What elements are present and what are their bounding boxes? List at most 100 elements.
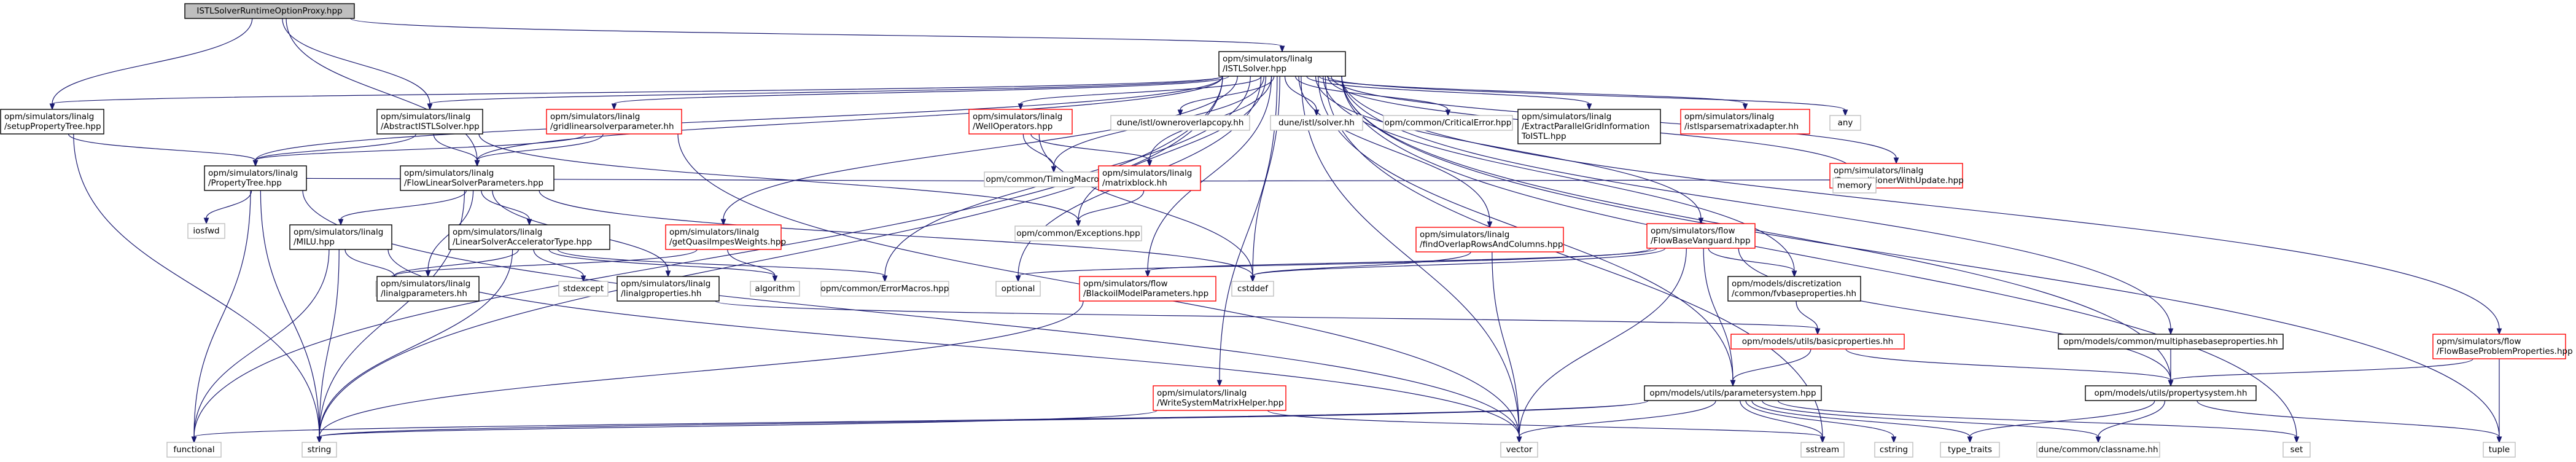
node-box-sstream [1800, 442, 1845, 458]
node-box-dunecopy [1110, 115, 1250, 131]
node-writesys[interactable]: opm/simulators/linalg/WriteSystemMatrixH… [1153, 385, 1286, 411]
edge-line [255, 76, 1223, 161]
edge-istlsolver-to-getquasi [720, 76, 1238, 226]
node-box-exceptions [1014, 225, 1142, 241]
node-label-sstream: sstream [1806, 445, 1839, 455]
node-flowvanguard[interactable]: opm/simulators/flow/FlowBaseVanguard.hpp [1646, 223, 1756, 249]
node-box-typetraits [1940, 442, 2000, 458]
node-label-exceptions: opm/common/Exceptions.hpp [1016, 229, 1140, 238]
edge-istlsolver-to-istlsparse [1318, 76, 1748, 111]
node-matrixblock[interactable]: opm/simulators/linalg/matrixblock.hh [1098, 165, 1201, 191]
edge-writesys-to-string [316, 410, 1158, 444]
edge-arrowhead [2095, 436, 2101, 444]
node-typetraits: type_traits [1940, 442, 2000, 458]
node-istlsolver[interactable]: opm/simulators/linalg/ISTLSolver.hpp [1218, 51, 1346, 77]
node-basicprops[interactable]: opm/models/utils/basicproperties.hh [1730, 334, 1905, 350]
node-label-extractgrid: /ExtractParallelGridInformation [1522, 122, 1650, 131]
node-blackoil[interactable]: opm/simulators/flow/BlackoilModelParamet… [1079, 276, 1216, 302]
node-label-stdexcept: stdexcept [563, 284, 604, 294]
node-flowlinear[interactable]: opm/simulators/linalg/FlowLinearSolverPa… [400, 165, 555, 191]
node-box-milu [289, 224, 392, 250]
edge-arrowhead [1516, 436, 1522, 444]
node-getquasi[interactable]: opm/simulators/linalg/getQuasiImpesWeigh… [665, 224, 786, 250]
node-box-linalgprops [617, 276, 720, 302]
edge-line [1341, 76, 2171, 381]
node-box-cstddef [1231, 281, 1274, 297]
edge-line [319, 76, 1223, 437]
node-linalgprops[interactable]: opm/simulators/linalg/linalgproperties.h… [617, 276, 720, 302]
node-label-criticalerror: opm/common/CriticalError.hpp [1385, 118, 1512, 128]
edge-arrowhead [1177, 109, 1183, 117]
node-string: string [302, 442, 337, 458]
edge-arrowhead [474, 160, 480, 167]
edge-line [477, 76, 1223, 161]
edge-paramsys-to-functional [191, 400, 1649, 444]
node-gridlinear[interactable]: opm/simulators/linalg/gridlinearsolverpa… [546, 109, 682, 135]
node-label-dunesolver: dune/istl/solver.hh [1278, 118, 1355, 128]
node-box-classname [2036, 442, 2160, 458]
node-root[interactable]: ISTLSolverRuntimeOptionProxy.hpp [184, 3, 355, 19]
node-proptree[interactable]: opm/simulators/linalg/PropertyTree.hpp [204, 165, 307, 191]
node-box-extractgrid [1517, 109, 1661, 144]
edge-arrowhead [49, 103, 55, 111]
edge-line [539, 190, 1253, 276]
node-label-findoverlap: /findOverlapRowsAndColumns.hpp [1420, 240, 1563, 249]
node-label-paramsys: opm/models/utils/parametersystem.hpp [1649, 388, 1816, 398]
node-milu[interactable]: opm/simulators/linalg/MILU.hpp [289, 224, 392, 250]
edge-line [715, 300, 1818, 329]
edge-arrowhead [1967, 436, 1973, 444]
node-flowproblem[interactable]: opm/simulators/flow/FlowBaseProblemPrope… [2432, 334, 2573, 359]
node-linalgparams[interactable]: opm/simulators/linalg/linalgparameters.h… [376, 276, 480, 302]
node-abstractistl[interactable]: opm/simulators/linalg/AbstractISTLSolver… [376, 109, 483, 135]
edge-arrowhead [1487, 221, 1493, 229]
node-box-propsys [2085, 385, 2257, 401]
node-box-gridlinear [546, 109, 682, 135]
node-multiphase[interactable]: opm/models/common/multiphasebaseproperti… [2058, 334, 2284, 350]
edge-root-to-flowlinear [286, 18, 480, 167]
edge-propsys-to-typetraits [1967, 400, 2155, 444]
node-wellops[interactable]: opm/simulators/linalg/WellOperators.hpp [968, 109, 1073, 135]
edge-root-to-istlsolver [350, 18, 1285, 53]
edge-setupprop-to-proptree [68, 133, 259, 167]
node-istlsparse[interactable]: opm/simulators/linalg/istlsparsematrixad… [1680, 109, 1810, 135]
node-label-vector: vector [1506, 445, 1533, 455]
node-box-fvbaseprops [1727, 276, 1861, 302]
edge-line [1147, 76, 1272, 272]
node-label-flowproblem: /FlowBaseProblemProperties.hpp [2437, 346, 2573, 356]
edge-arrowhead [2168, 328, 2174, 335]
edge-arrowhead [1819, 436, 1826, 444]
node-label-typetraits: type_traits [1948, 445, 1992, 455]
edge-line [481, 190, 530, 220]
node-propsys[interactable]: opm/models/utils/propertysystem.hh [2085, 385, 2257, 401]
node-label-gridlinear: /gridlinearsolverparameter.hh [550, 122, 674, 131]
node-setupprop[interactable]: opm/simulators/linalg/setupPropertyTree.… [0, 109, 104, 135]
edge-abstractistl-to-flowlinear [433, 133, 480, 167]
node-linaccel[interactable]: opm/simulators/linalg/LinearSolverAccele… [448, 224, 610, 250]
edge-arrowhead [772, 275, 778, 283]
node-label-flowvanguard: opm/simulators/flow [1651, 226, 1735, 236]
node-extractgrid[interactable]: opm/simulators/linalg/ExtractParallelGri… [1517, 109, 1661, 144]
edge-line [1315, 76, 1702, 219]
edge-arrowhead [252, 160, 259, 167]
node-label-fvbaseprops: opm/models/discretization [1732, 279, 1842, 289]
node-box-setupprop [0, 109, 104, 135]
edge-line [286, 18, 478, 161]
edge-line [282, 18, 430, 104]
node-box-multiphase [2058, 334, 2284, 350]
node-fvbaseprops[interactable]: opm/models/discretization/common/fvbasep… [1727, 276, 1861, 302]
node-optional: optional [995, 281, 1041, 297]
edge-arrowhead [1051, 166, 1057, 173]
node-findoverlap[interactable]: opm/simulators/linalg/findOverlapRowsAnd… [1415, 227, 1564, 253]
edge-line [73, 133, 320, 437]
node-paramsys[interactable]: opm/models/utils/parametersystem.hpp [1644, 385, 1822, 401]
edge-line [1326, 76, 1846, 111]
edge-arrowhead [1216, 380, 1223, 387]
node-any: any [1829, 115, 1861, 131]
edge-flowproblem-to-tuple [2496, 359, 2502, 444]
edge-line [613, 76, 1229, 104]
node-label-precond: opm/simulators/linalg [1834, 166, 1923, 176]
edge-istlsolver-to-abstractistl [427, 76, 1223, 111]
edge-line [2098, 400, 2166, 437]
edge-line [255, 133, 586, 161]
edge-line [319, 249, 340, 437]
